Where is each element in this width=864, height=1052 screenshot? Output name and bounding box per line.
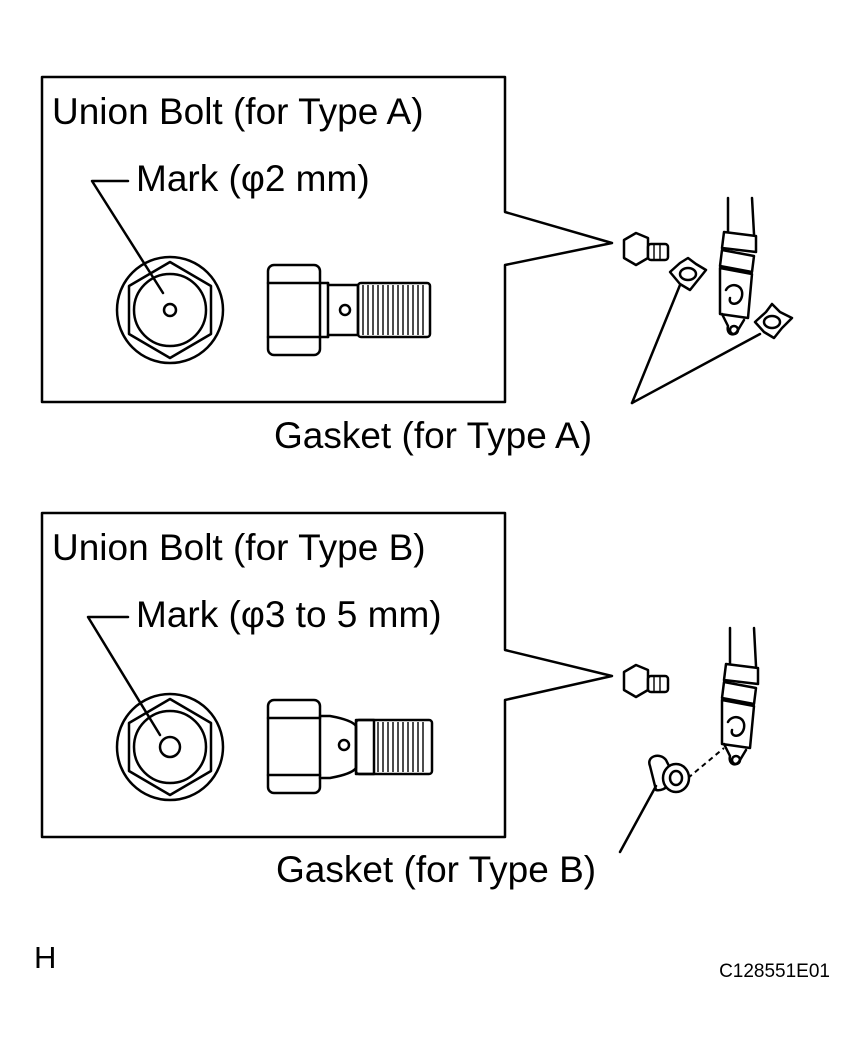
type-a-mark-label: Mark (φ2 mm) bbox=[136, 158, 370, 199]
type-a-section: Union Bolt (for Type A) Mark (φ2 mm) bbox=[40, 75, 794, 456]
type-b-alignment-line bbox=[687, 747, 725, 779]
type-b-brake-hose-fitting bbox=[720, 626, 760, 766]
type-b-callout-box bbox=[40, 511, 614, 839]
type-a-brake-hose-fitting bbox=[718, 196, 758, 336]
type-a-mark-dot bbox=[162, 302, 178, 318]
type-b-mark-label: Mark (φ3 to 5 mm) bbox=[136, 594, 442, 635]
type-a-gasket-washer-2 bbox=[753, 302, 794, 340]
type-b-mark-leader bbox=[86, 615, 162, 737]
type-a-callout-box bbox=[40, 75, 614, 404]
type-a-gasket-leader-1 bbox=[630, 283, 682, 405]
type-b-small-bolt-icon bbox=[622, 663, 670, 699]
type-b-mark-dot bbox=[158, 735, 182, 759]
type-a-bolt-end-view bbox=[115, 255, 225, 365]
type-b-bolt-end-view bbox=[115, 692, 225, 802]
type-b-bolt-side-view bbox=[266, 698, 434, 795]
figure-code: C128551E01 bbox=[719, 961, 830, 982]
type-a-gasket-leader-2 bbox=[630, 332, 762, 405]
type-a-title: Union Bolt (for Type A) bbox=[52, 91, 424, 132]
type-a-small-bolt-icon bbox=[622, 231, 670, 267]
type-b-section: Union Bolt (for Type B) Mark (φ3 to 5 mm… bbox=[40, 511, 760, 890]
type-a-bolt-side-view bbox=[266, 263, 432, 357]
type-b-title: Union Bolt (for Type B) bbox=[52, 527, 426, 568]
type-b-gasket bbox=[648, 754, 691, 794]
type-a-gasket-washer-1 bbox=[668, 256, 708, 292]
type-b-gasket-label: Gasket (for Type B) bbox=[276, 849, 596, 890]
type-b-gasket-leader bbox=[618, 784, 658, 854]
section-letter: H bbox=[34, 940, 56, 975]
type-a-gasket-label: Gasket (for Type A) bbox=[274, 415, 592, 456]
type-a-mark-leader bbox=[90, 179, 165, 295]
